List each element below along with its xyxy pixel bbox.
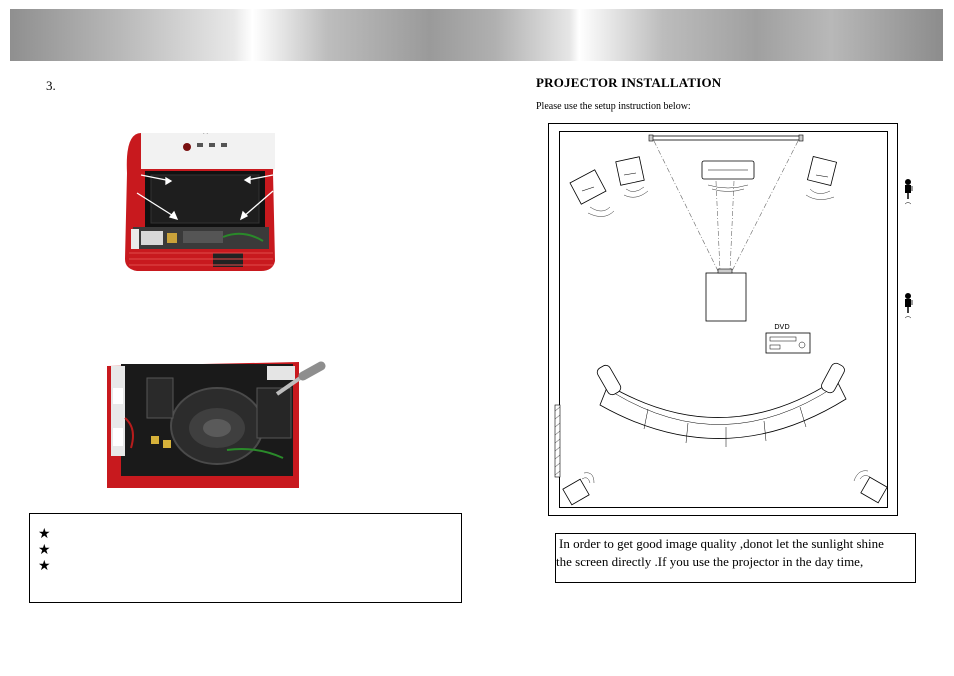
dvd-player: DVD (765, 323, 811, 354)
center-speaker (701, 160, 755, 192)
star-icon: ★ (38, 527, 51, 542)
svg-text:⌒: ⌒ (203, 133, 208, 139)
dvd-label: DVD (774, 323, 789, 331)
front-left-speaker (569, 156, 649, 217)
person-icon (904, 179, 913, 205)
projector-top-photo: ⌒ (123, 133, 275, 275)
curved-sofa (596, 362, 847, 447)
projector-interior-photo (107, 358, 329, 488)
star-icon: ★ (38, 559, 51, 574)
section-title: PROJECTOR INSTALLATION (536, 75, 722, 90)
projector-unit (705, 268, 747, 322)
front-right-speaker (805, 155, 838, 200)
star-icon: ★ (38, 543, 51, 558)
header-banner (10, 9, 943, 61)
room-layout-diagram: DVD (548, 123, 898, 516)
warning-text-line: the screen directly .If you use the proj… (556, 554, 864, 569)
sunlight-warning-box: In order to get good image quality ,dono… (555, 533, 916, 583)
rear-left-speaker (562, 472, 595, 506)
step-number: 3. (46, 78, 56, 93)
warning-text-line: In order to get good image quality ,dono… (559, 536, 884, 551)
rear-right-speaker (853, 470, 888, 504)
setup-instruction: Please use the setup instruction below: (536, 101, 691, 112)
person-icon (904, 293, 913, 319)
projection-screen (648, 134, 804, 142)
door (554, 404, 561, 478)
notes-box: ★ ★ ★ (29, 513, 462, 603)
